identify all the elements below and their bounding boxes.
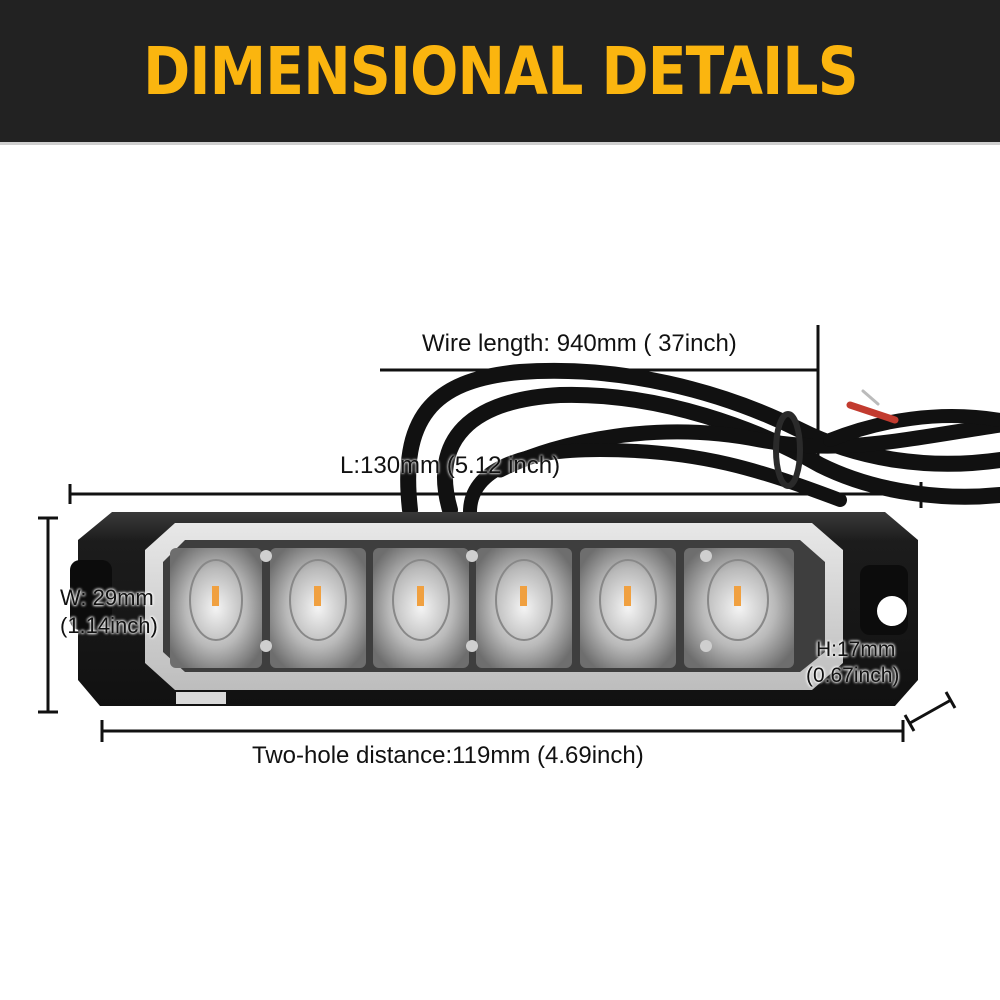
led-4 (476, 548, 572, 668)
lens-dividers (260, 550, 712, 652)
width-label-mm: W: 29mm (60, 585, 154, 610)
led-3 (373, 548, 469, 668)
led-1 (170, 548, 262, 668)
led-modules (170, 548, 794, 668)
cable-bundle (400, 362, 1000, 519)
banner-divider (0, 142, 1000, 145)
header-banner: DIMENSIONAL DETAILS (0, 0, 1000, 142)
mounting-hole-right (877, 596, 907, 626)
width-label-inch: (1.14inch) (60, 613, 158, 638)
length-label: L:130mm (5.12 inch) (340, 452, 561, 479)
width-label: W: 29mm (1.14inch) (60, 584, 158, 640)
led-6 (684, 548, 794, 668)
led-2 (270, 548, 366, 668)
wire-length-label: Wire length: 940mm ( 37inch) (422, 330, 737, 357)
two-hole-distance-label: Two-hole distance:119mm (4.69inch) (252, 742, 644, 769)
mounting-slot-left (70, 560, 112, 630)
led-5 (580, 548, 676, 668)
product-sticker (176, 692, 226, 704)
height-label-inch: (0.67inch) (806, 664, 900, 687)
height-label-mm: H:17mm (816, 638, 896, 661)
page-title: DIMENSIONAL DETAILS (142, 32, 858, 110)
height-label: H:17mm (0.67inch) (806, 637, 899, 689)
dimension-lines (38, 325, 957, 742)
